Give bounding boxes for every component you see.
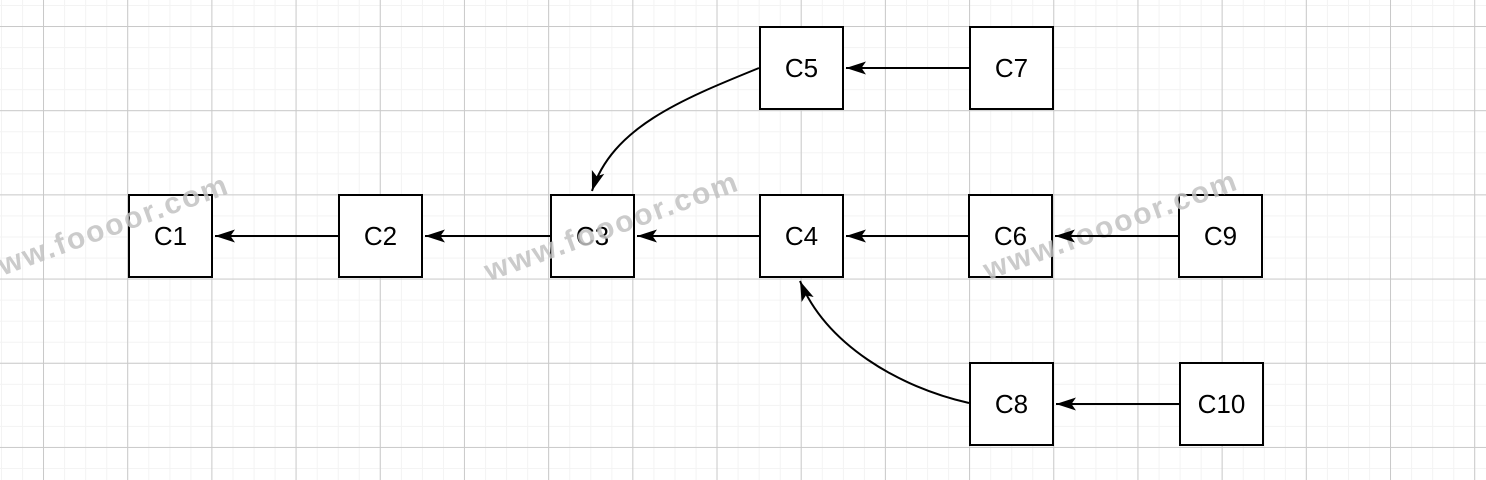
edge-c5-c3 (591, 67, 760, 192)
commit-node-c2: C2 (338, 194, 423, 278)
commit-node-c5: C5 (759, 26, 844, 110)
commit-node-label: C6 (993, 221, 1028, 251)
commit-node-c1: C1 (128, 194, 213, 278)
commit-node-label: C8 (994, 389, 1029, 419)
commit-node-label: C5 (784, 53, 819, 83)
commit-node-label: C3 (575, 221, 610, 251)
commit-node-c3: C3 (550, 194, 635, 278)
edge-c8-c4 (799, 280, 970, 404)
commit-node-label: C9 (1203, 221, 1238, 251)
commit-node-c10: C10 (1179, 362, 1264, 446)
commit-node-c7: C7 (969, 26, 1054, 110)
commit-node-c6: C6 (968, 194, 1053, 278)
commit-node-label: C4 (784, 221, 819, 251)
commit-node-c9: C9 (1178, 194, 1263, 278)
commit-node-label: C2 (363, 221, 398, 251)
commit-node-c8: C8 (969, 362, 1054, 446)
commit-node-label: C1 (153, 221, 188, 251)
commit-node-label: C10 (1197, 389, 1246, 419)
commit-node-c4: C4 (759, 194, 844, 278)
commit-node-label: C7 (994, 53, 1029, 83)
